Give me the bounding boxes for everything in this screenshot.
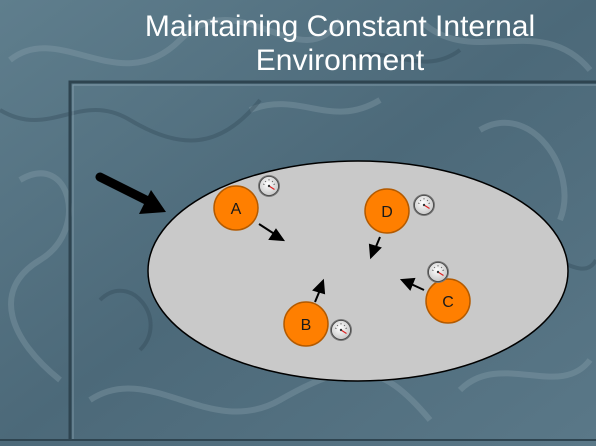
pointer-arrow-icon bbox=[95, 172, 166, 214]
arrow-b bbox=[312, 278, 326, 303]
gauge-icon bbox=[412, 193, 436, 217]
gauge-icon bbox=[329, 318, 353, 342]
cell-b-label: B bbox=[301, 317, 312, 334]
cell-a-label: A bbox=[231, 201, 242, 218]
cell-a: A bbox=[213, 174, 281, 231]
internal-environment-ellipse bbox=[147, 160, 569, 382]
arrow-d bbox=[368, 236, 382, 260]
slide-title: Maintaining Constant Internal Environmen… bbox=[0, 10, 596, 78]
cell-c-label: C bbox=[442, 294, 454, 311]
title-line-2: Environment bbox=[255, 44, 425, 77]
title-line-1: Maintaining Constant Internal bbox=[144, 10, 536, 43]
gauge-icon bbox=[257, 174, 281, 198]
arrow-c bbox=[399, 277, 425, 291]
cell-c: C bbox=[425, 260, 471, 324]
cell-d: D bbox=[364, 188, 436, 234]
cell-b: B bbox=[283, 301, 353, 347]
gauge-icon bbox=[426, 260, 450, 284]
cell-d-label: D bbox=[381, 204, 393, 221]
arrow-a bbox=[258, 223, 286, 242]
